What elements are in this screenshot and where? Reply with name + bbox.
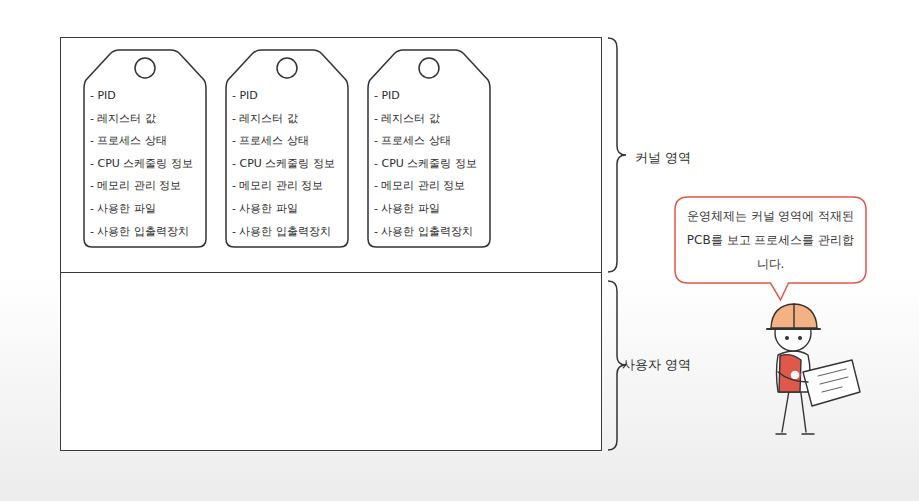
region-label: 커널 영역 (635, 149, 691, 167)
pcb-field: - 사용한 입출력장치 (232, 225, 331, 239)
tag-shape (368, 50, 490, 247)
tag-shape (84, 50, 206, 247)
pcb-field: - PID (374, 89, 400, 103)
pcb-field: - 레지스터 값 (232, 112, 298, 126)
worker-figure (767, 304, 860, 434)
pcb-field: - 메모리 관리 정보 (90, 179, 181, 193)
memory-region: 사용자 영역 (60, 271, 602, 451)
pcb-tag: - PID - 레지스터 값 - 프로세스 상태 - CPU 스케줄링 정보 - 메모리… (366, 48, 492, 249)
pcb-tag: - PID - 레지스터 값 - 프로세스 상태 - CPU 스케줄링 정보 - 메모리… (82, 48, 208, 249)
pcb-field: - 사용한 파일 (232, 202, 298, 216)
pcb-field: - PID (90, 89, 116, 103)
speech-bubble: 운영체제는 커널 영역에 적재된 PCB를 보고 프로세스를 관리합니다. (674, 196, 867, 284)
pcb-tag: - PID - 레지스터 값 - 프로세스 상태 - CPU 스케줄링 정보 - 메모리… (224, 48, 350, 249)
pcb-field: - CPU 스케줄링 정보 (90, 157, 193, 171)
pcb-field: - 레지스터 값 (90, 112, 156, 126)
pcb-field: - 프로세스 상태 (90, 134, 167, 148)
bubble-shape (675, 197, 866, 300)
pcb-field: - 사용한 파일 (90, 202, 156, 216)
pcb-field: - 레지스터 값 (374, 112, 440, 126)
pcb-field: - 사용한 입출력장치 (374, 225, 473, 239)
region-label: 사용자 영역 (622, 356, 691, 374)
bubble-text: 운영체제는 커널 영역에 적재된 PCB를 보고 프로세스를 관리합니다. (674, 196, 867, 284)
tag-hole (135, 58, 155, 78)
pcb-field: - 사용한 파일 (374, 202, 440, 216)
pcb-field: - 사용한 입출력장치 (90, 225, 189, 239)
tag-outline (224, 48, 350, 249)
pcb-field: - CPU 스케줄링 정보 (232, 157, 335, 171)
bracket (608, 38, 626, 272)
pcb-field: - 프로세스 상태 (374, 134, 451, 148)
pcb-field: - PID (232, 89, 258, 103)
tag-hole (419, 58, 439, 78)
pcb-field: - 메모리 관리 정보 (374, 179, 465, 193)
pcb-field: - 프로세스 상태 (232, 134, 309, 148)
tag-shape (226, 50, 348, 247)
pcb-field: - 메모리 관리 정보 (232, 179, 323, 193)
memory-region: 커널 영역- PID- 레지스터 값- 프로세스 상태- CPU 스케줄링 정보… (60, 37, 602, 273)
tag-hole (277, 58, 297, 78)
tag-outline (366, 48, 492, 249)
pcb-field: - CPU 스케줄링 정보 (374, 157, 477, 171)
tag-outline (82, 48, 208, 249)
